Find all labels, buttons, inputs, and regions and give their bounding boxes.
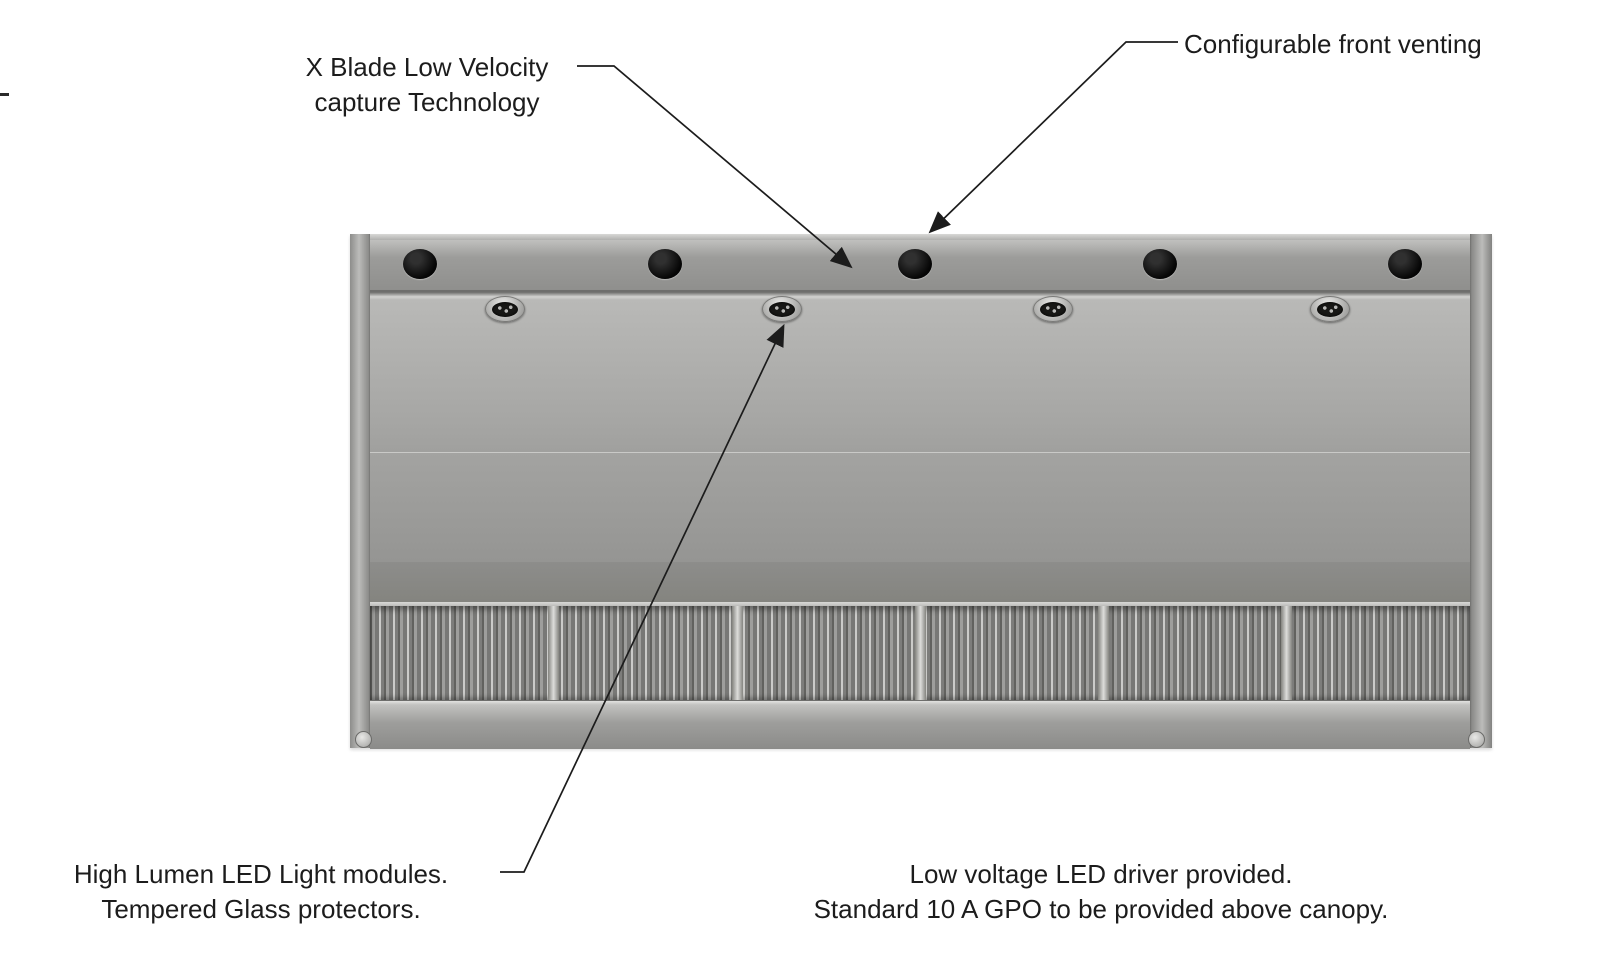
baffle-separator-3 [915,606,926,700]
callout-led-modules-line1: High Lumen LED Light modules. [73,859,449,889]
led-core-1 [492,301,518,317]
vent-hole-2 [648,249,682,279]
canopy-right-rail [1470,234,1492,748]
corner-bolt-right [1468,731,1485,748]
exhaust-canopy [350,234,1492,749]
baffle-top-lip [370,602,1470,606]
baffle-separator-5 [1281,606,1292,700]
capture-slot-divider [370,292,1470,300]
callout-x-blade-line2: capture Technology [314,87,540,117]
led-light-2 [762,296,802,322]
front-vent-strip [370,240,1470,292]
canopy-bottom-strip [370,700,1470,749]
led-core-3 [1040,301,1066,317]
callout-x-blade: X Blade Low Velocity capture Technology [268,50,586,120]
led-core-2 [769,301,795,317]
led-light-1 [485,296,525,322]
canopy-shadow-band [370,562,1470,602]
led-core-4 [1317,301,1343,317]
callout-x-blade-line1: X Blade Low Velocity [305,52,549,82]
vent-hole-5 [1388,249,1422,279]
callout-front-venting-text: Configurable front venting [1184,29,1482,59]
canopy-interior [370,234,1470,749]
note-led-driver-line2: Standard 10 A GPO to be provided above c… [813,894,1389,924]
canopy-left-rail [350,234,370,748]
corner-bolt-left [355,731,372,748]
note-led-driver-line1: Low voltage LED driver provided. [909,859,1293,889]
baffle-separator-2 [732,606,743,700]
vent-hole-4 [1143,249,1177,279]
led-light-3 [1033,296,1073,322]
baffle-separator-4 [1098,606,1109,700]
baffle-separator-1 [548,606,559,700]
vent-hole-3 [898,249,932,279]
arrow-front-venting [928,41,1178,234]
callout-led-modules-line2: Tempered Glass protectors. [101,894,421,924]
callout-led-modules: High Lumen LED Light modules. Tempered G… [28,857,494,927]
left-edge-tick [0,93,9,96]
led-light-4 [1310,296,1350,322]
canopy-upper-panel [370,300,1470,453]
canopy-top-edge [370,234,1470,240]
vent-hole-1 [403,249,437,279]
baffle-filter-bank [370,606,1470,700]
callout-front-venting: Configurable front venting [1184,27,1584,62]
note-led-driver: Low voltage LED driver provided. Standar… [741,857,1461,927]
canopy-mid-panel [370,453,1470,562]
